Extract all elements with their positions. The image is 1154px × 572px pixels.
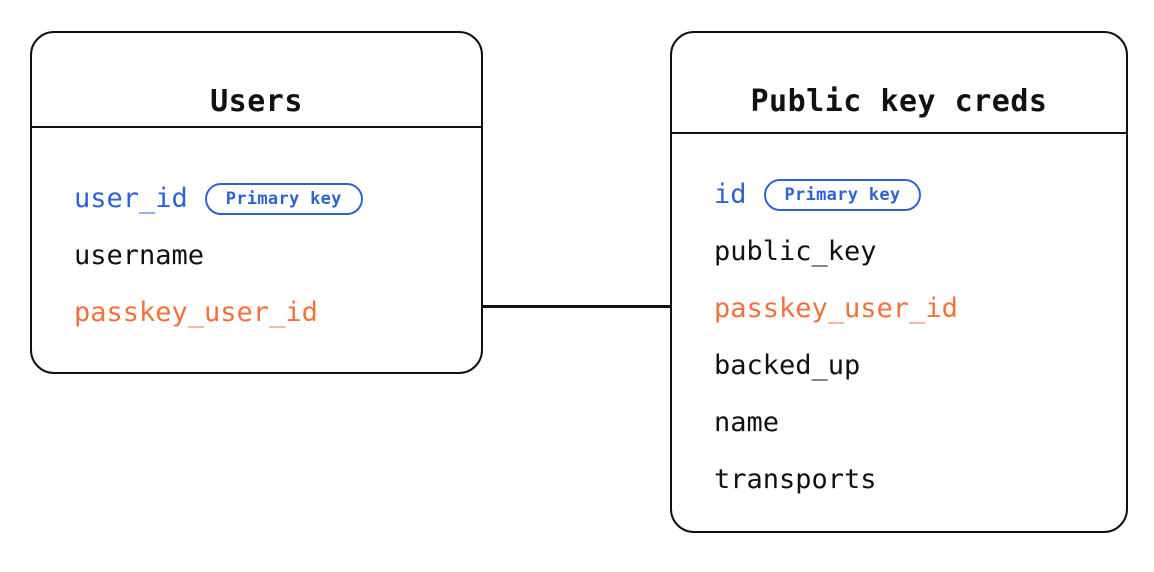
entity-public-key-creds[interactable]: Public key creds id Primary key public_k… — [670, 31, 1128, 533]
field-row-username[interactable]: username — [32, 227, 481, 284]
field-list-public-key-creds: id Primary key public_key passkey_user_i… — [672, 166, 1126, 508]
field-name-passkey-user-id: passkey_user_id — [714, 293, 958, 324]
entity-title-public-key-creds: Public key creds — [750, 84, 1048, 119]
field-list-users: user_id Primary key username passkey_use… — [32, 170, 481, 341]
relationship-line-passkey-user-id — [481, 305, 671, 308]
primary-key-badge: Primary key — [763, 178, 922, 211]
field-name-id: id — [714, 179, 747, 210]
field-row-passkey-user-id[interactable]: passkey_user_id — [672, 280, 1126, 337]
entity-users[interactable]: Users user_id Primary key username passk… — [30, 31, 483, 374]
field-row-public-key[interactable]: public_key — [672, 223, 1126, 280]
field-name-user-id: user_id — [74, 183, 188, 214]
field-row-backed-up[interactable]: backed_up — [672, 337, 1126, 394]
field-name-transports: transports — [714, 464, 877, 495]
field-name-backed-up: backed_up — [714, 350, 861, 381]
field-row-transports[interactable]: transports — [672, 451, 1126, 508]
entity-divider-users — [32, 126, 481, 128]
field-row-name[interactable]: name — [672, 394, 1126, 451]
field-row-user-id[interactable]: user_id Primary key — [32, 170, 481, 227]
field-row-passkey-user-id[interactable]: passkey_user_id — [32, 284, 481, 341]
field-name-name: name — [714, 407, 780, 438]
entity-divider-public-key-creds — [672, 132, 1126, 134]
field-name-public-key: public_key — [714, 236, 877, 267]
field-row-id[interactable]: id Primary key — [672, 166, 1126, 223]
field-name-passkey-user-id: passkey_user_id — [74, 297, 318, 328]
entity-title-users: Users — [210, 84, 303, 119]
primary-key-badge: Primary key — [204, 182, 363, 215]
field-name-username: username — [74, 240, 205, 271]
